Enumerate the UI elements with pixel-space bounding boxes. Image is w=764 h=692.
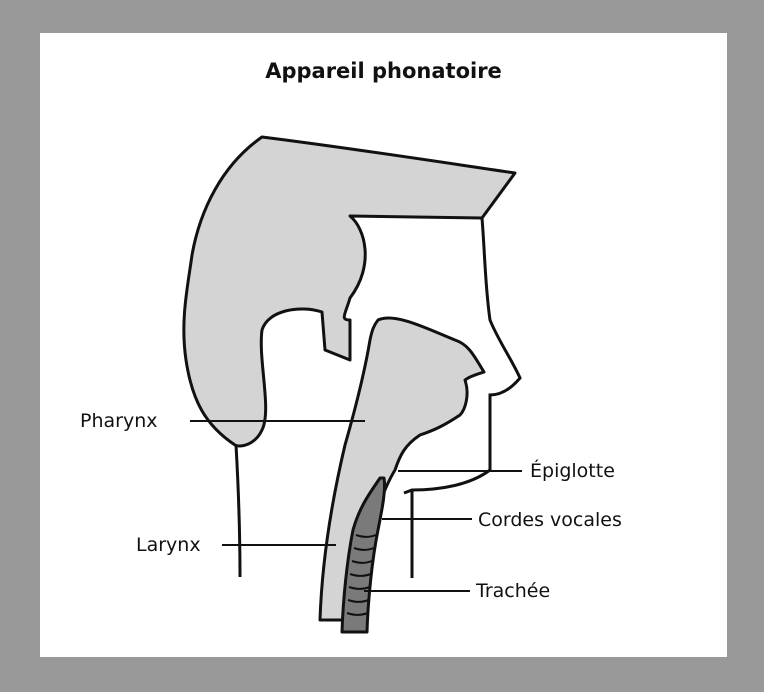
jaw-line	[404, 470, 490, 493]
neck-back-line	[236, 445, 240, 577]
larynx-label: Larynx	[136, 534, 201, 556]
face-profile	[482, 218, 520, 470]
pharynx-label: Pharynx	[80, 410, 157, 432]
trachee-label: Trachée	[475, 580, 550, 602]
cordes-vocales-label: Cordes vocales	[478, 509, 622, 531]
epiglotte-label: Épiglotte	[530, 459, 615, 482]
